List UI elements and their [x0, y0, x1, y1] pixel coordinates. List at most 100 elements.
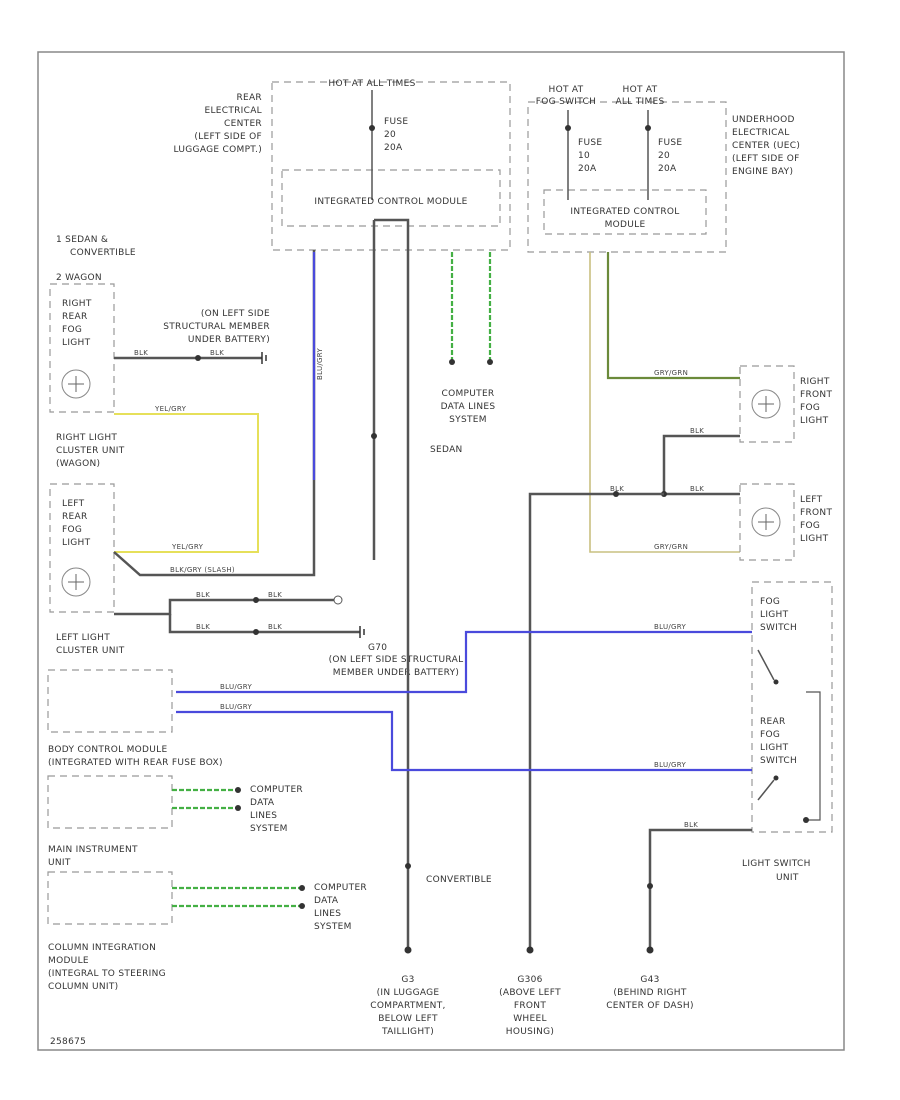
svg-text:(IN LUGGAGE: (IN LUGGAGE — [377, 988, 440, 998]
svg-text:BLK/GRY (SLASH): BLK/GRY (SLASH) — [170, 566, 235, 574]
svg-text:FUSE: FUSE — [384, 117, 408, 127]
svg-text:CLUSTER UNIT: CLUSTER UNIT — [56, 646, 125, 656]
svg-text:FOG: FOG — [800, 521, 820, 531]
svg-text:BLK: BLK — [210, 349, 224, 357]
svg-text:BELOW LEFT: BELOW LEFT — [378, 1014, 438, 1024]
left-light-cluster-unit: LEFT REAR FOG LIGHT LEFT LIGHT CLUSTER U… — [49, 483, 125, 656]
svg-text:20: 20 — [384, 130, 396, 140]
svg-text:COMPUTER: COMPUTER — [314, 883, 367, 893]
svg-text:WHEEL: WHEEL — [513, 1014, 547, 1024]
svg-text:LUGGAGE COMPT.): LUGGAGE COMPT.) — [174, 145, 262, 155]
svg-text:COMPUTER: COMPUTER — [442, 389, 495, 399]
svg-text:BLK: BLK — [134, 349, 148, 357]
svg-text:BLU/GRY: BLU/GRY — [316, 348, 324, 380]
svg-text:G3: G3 — [401, 975, 414, 985]
svg-text:(WAGON): (WAGON) — [56, 459, 100, 469]
svg-text:SWITCH: SWITCH — [760, 623, 797, 633]
svg-text:FOG: FOG — [760, 730, 780, 740]
svg-text:FOG: FOG — [800, 403, 820, 413]
svg-text:LIGHT: LIGHT — [800, 534, 829, 544]
svg-text:COLUMN UNIT): COLUMN UNIT) — [48, 982, 118, 992]
svg-text:MODULE: MODULE — [605, 220, 646, 230]
svg-text:FRONT: FRONT — [800, 508, 832, 518]
svg-text:BLK: BLK — [690, 427, 704, 435]
svg-text:UNDER BATTERY): UNDER BATTERY) — [188, 335, 270, 345]
svg-text:LIGHT: LIGHT — [62, 538, 91, 548]
blue-wire-fog-switch — [176, 630, 752, 694]
blk-gry-wire — [113, 250, 316, 577]
svg-text:HOT AT: HOT AT — [623, 85, 658, 95]
svg-text:CONVERTIBLE: CONVERTIBLE — [426, 875, 492, 885]
svg-text:REAR: REAR — [62, 512, 88, 522]
svg-text:MAIN INSTRUMENT: MAIN INSTRUMENT — [48, 845, 138, 855]
svg-text:INTEGRATED CONTROL: INTEGRATED CONTROL — [570, 207, 679, 217]
svg-text:LIGHT: LIGHT — [800, 416, 829, 426]
svg-text:LEFT: LEFT — [62, 499, 85, 509]
svg-text:SWITCH: SWITCH — [760, 756, 797, 766]
underhood-electrical-center: HOT AT FOG SWITCH HOT AT ALL TIMES FUSE … — [527, 85, 800, 253]
svg-text:2 WAGON: 2 WAGON — [56, 273, 102, 283]
svg-text:FUSE: FUSE — [578, 138, 602, 148]
svg-text:20: 20 — [658, 151, 670, 161]
svg-text:RIGHT: RIGHT — [62, 299, 92, 309]
svg-text:(ON LEFT SIDE: (ON LEFT SIDE — [201, 309, 270, 319]
svg-text:1 SEDAN &: 1 SEDAN & — [56, 235, 108, 245]
svg-text:ELECTRICAL: ELECTRICAL — [204, 106, 262, 116]
svg-text:MEMBER UNDER BATTERY): MEMBER UNDER BATTERY) — [333, 668, 459, 678]
svg-text:INTEGRATED CONTROL MODULE: INTEGRATED CONTROL MODULE — [314, 197, 467, 207]
svg-text:20A: 20A — [384, 143, 403, 153]
svg-text:FOG: FOG — [62, 525, 82, 535]
svg-text:CENTER: CENTER — [224, 119, 262, 129]
right-light-cluster-unit: RIGHT REAR FOG LIGHT RIGHT LIGHT CLUSTER… — [49, 283, 125, 469]
svg-text:LEFT LIGHT: LEFT LIGHT — [56, 633, 110, 643]
svg-text:20A: 20A — [578, 164, 597, 174]
svg-text:(ON LEFT SIDE STRUCTURAL: (ON LEFT SIDE STRUCTURAL — [329, 655, 464, 665]
svg-text:LIGHT: LIGHT — [62, 338, 91, 348]
diagram-code: 258675 — [50, 1037, 86, 1047]
svg-text:BLK: BLK — [690, 485, 704, 493]
svg-text:G306: G306 — [517, 975, 542, 985]
svg-text:LIGHT: LIGHT — [760, 743, 789, 753]
svg-text:HOT AT ALL TIMES: HOT AT ALL TIMES — [328, 79, 415, 89]
svg-text:ELECTRICAL: ELECTRICAL — [732, 128, 790, 138]
svg-text:COLUMN INTEGRATION: COLUMN INTEGRATION — [48, 943, 156, 953]
svg-text:BLK: BLK — [196, 623, 210, 631]
svg-text:BLU/GRY: BLU/GRY — [220, 683, 252, 691]
svg-text:GRY/GRN: GRY/GRN — [654, 543, 688, 551]
svg-text:UNIT: UNIT — [48, 858, 71, 868]
svg-text:FOG: FOG — [62, 325, 82, 335]
notes: 1 SEDAN & CONVERTIBLE 2 WAGON — [56, 235, 136, 283]
svg-text:CLUSTER UNIT: CLUSTER UNIT — [56, 446, 125, 456]
svg-text:UNDERHOOD: UNDERHOOD — [732, 115, 795, 125]
ground-wire-1 — [114, 598, 334, 616]
svg-text:HOT AT: HOT AT — [549, 85, 584, 95]
svg-text:BLK: BLK — [610, 485, 624, 493]
svg-text:DATA LINES: DATA LINES — [441, 402, 496, 412]
svg-text:FOG SWITCH: FOG SWITCH — [536, 97, 596, 107]
svg-text:CONVERTIBLE: CONVERTIBLE — [70, 248, 136, 258]
ground-g3: G3 (IN LUGGAGE COMPARTMENT, BELOW LEFT T… — [370, 975, 445, 1037]
right-front-fog-light: RIGHT FRONT FOG LIGHT — [739, 365, 832, 443]
switch-ground — [648, 828, 752, 950]
svg-text:10: 10 — [578, 151, 590, 161]
svg-text:LIGHT SWITCH: LIGHT SWITCH — [742, 859, 811, 869]
svg-text:LINES: LINES — [250, 811, 277, 821]
yellow-wire — [114, 413, 259, 553]
blue-wire-rear-switch — [176, 710, 752, 772]
olive-wire — [606, 252, 740, 380]
left-front-fog-light: LEFT FRONT FOG LIGHT — [739, 483, 832, 561]
svg-text:RIGHT LIGHT: RIGHT LIGHT — [56, 433, 117, 443]
svg-text:(INTEGRAL TO STEERING: (INTEGRAL TO STEERING — [48, 969, 166, 979]
svg-text:20A: 20A — [658, 164, 677, 174]
ground-g43: G43 (BEHIND RIGHT CENTER OF DASH) — [606, 975, 693, 1011]
svg-text:DATA: DATA — [314, 896, 339, 906]
body-control-module: BODY CONTROL MODULE (INTEGRATED WITH REA… — [47, 669, 222, 768]
svg-text:YEL/GRY: YEL/GRY — [171, 543, 204, 551]
svg-text:HOUSING): HOUSING) — [506, 1027, 554, 1037]
svg-text:LIGHT: LIGHT — [760, 610, 789, 620]
svg-text:(LEFT SIDE OF: (LEFT SIDE OF — [732, 154, 800, 164]
svg-text:(ABOVE LEFT: (ABOVE LEFT — [499, 988, 561, 998]
svg-text:RIGHT: RIGHT — [800, 377, 830, 387]
svg-text:SYSTEM: SYSTEM — [449, 415, 487, 425]
